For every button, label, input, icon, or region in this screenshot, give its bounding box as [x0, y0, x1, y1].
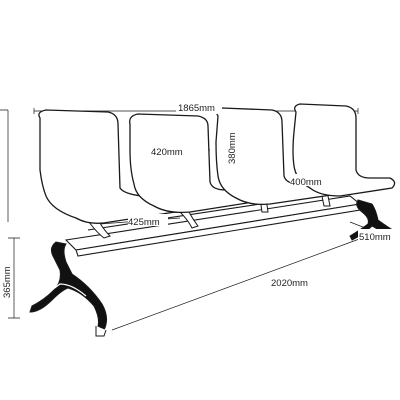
seat-height-label-bg	[0, 250, 12, 298]
foot-depth-label: 510mm	[359, 232, 391, 243]
beam-length-label: 2020mm	[271, 278, 308, 289]
seat-4-shell	[292, 103, 396, 197]
left-leg-foot	[95, 326, 107, 337]
left-height-line	[0, 109, 9, 222]
seat-spacing-label: 425mm	[128, 217, 160, 228]
foot-depth-label-bg	[358, 229, 400, 241]
back-height-label: 380mm	[227, 132, 238, 164]
beam-length-label-bg	[270, 276, 314, 288]
dimension-labels: 1865mm 420mm 380mm 400mm 425mm 510mm 365…	[0, 102, 400, 298]
left-leg-body	[29, 241, 108, 331]
left-leg	[29, 241, 108, 337]
seat-width-label: 420mm	[151, 147, 183, 158]
left-leg-highlight	[35, 283, 87, 299]
overall-width-label: 1865mm	[178, 103, 215, 114]
seat-height-line	[8, 237, 20, 319]
bracket-4	[321, 195, 331, 207]
seat-depth-label-bg	[290, 174, 330, 186]
seat-depth-label: 400mm	[290, 177, 322, 188]
overall-width-label-bg	[176, 102, 222, 114]
back-height-label-bg	[226, 112, 238, 164]
seat-spacing-label-bg	[128, 214, 168, 226]
bracket-2	[179, 209, 199, 229]
seat-height-label: 365mm	[2, 266, 13, 298]
seat-width-label-bg	[150, 145, 190, 157]
beam-length-line	[111, 237, 363, 331]
seat-4	[292, 103, 396, 197]
